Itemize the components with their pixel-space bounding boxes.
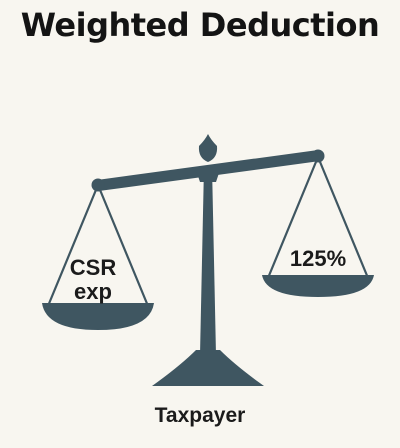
right-pan-label: 125% [289,246,347,271]
diagram-title: Weighted Deduction [20,6,380,44]
right-pan-strings [266,156,370,279]
scale-pillar [200,166,216,355]
right-pan [262,275,374,297]
scale-base [152,350,264,386]
beam-right-end [311,149,325,163]
left-pan-label-line2: exp [74,279,112,305]
left-pan-strings [46,184,150,307]
beam-left-end [91,178,105,192]
base-caption: Taxpayer [154,404,246,427]
left-pan [42,303,154,330]
scale-pivot-knob [198,134,218,162]
scale-pillar-collar [196,170,220,182]
left-pan-label-line1: CSR [69,255,117,280]
left-pan-label: CSR exp [58,255,128,305]
